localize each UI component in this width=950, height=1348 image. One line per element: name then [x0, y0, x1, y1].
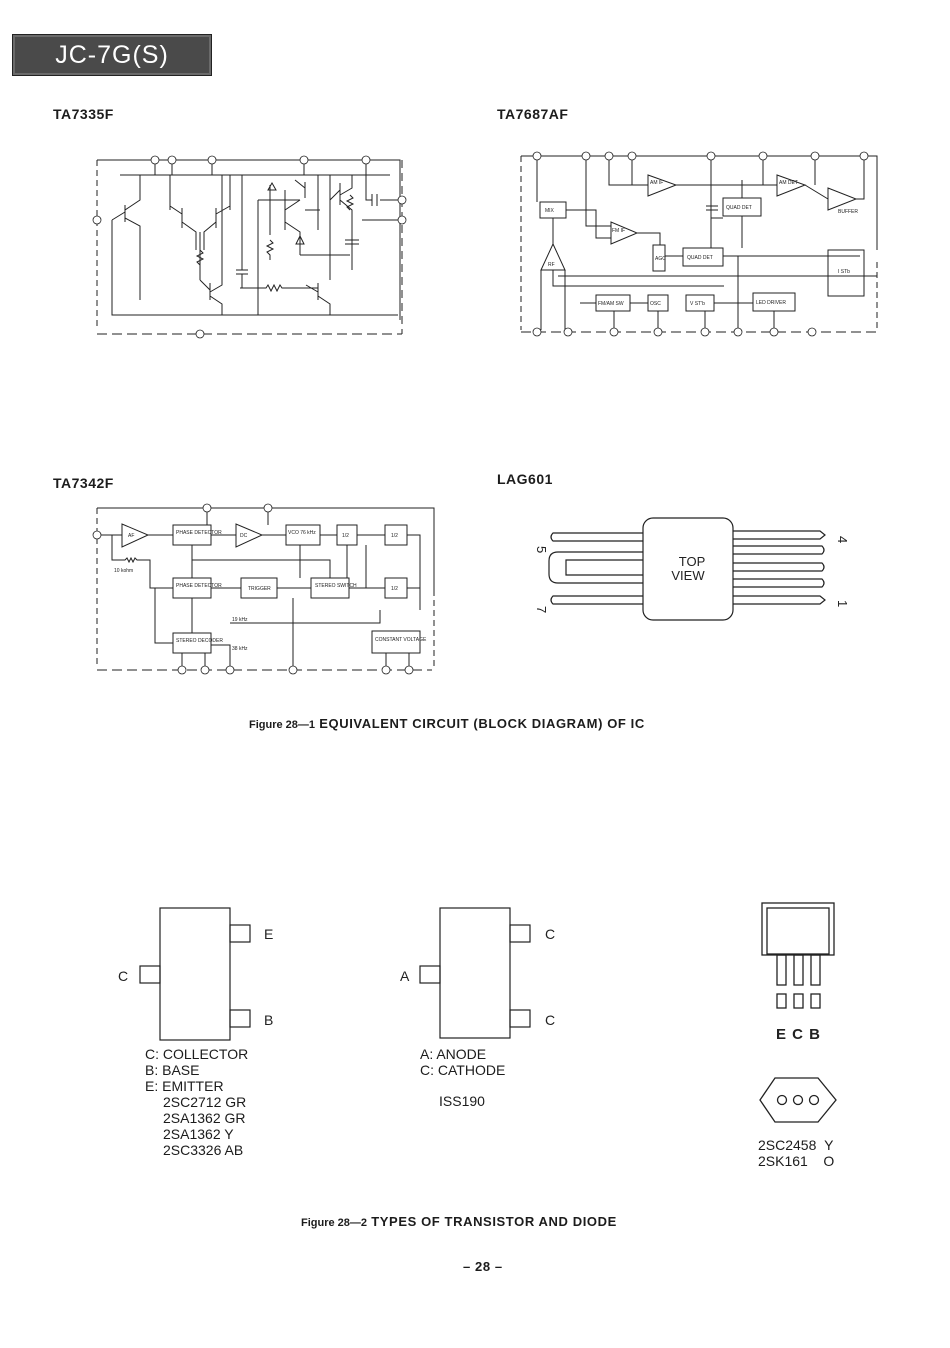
st-b-label: I STb: [838, 269, 850, 275]
figure1-caption: Figure 28—1 EQUIVALENT CIRCUIT (BLOCK DI…: [249, 716, 645, 731]
r10k-label: 10 kohm: [114, 568, 133, 574]
pin-7-label: 7: [534, 606, 549, 613]
transistor-pin-b: B: [264, 1012, 273, 1028]
transistor-legend: C: COLLECTOR B: BASE E: EMITTER 2SC2712 …: [145, 1046, 248, 1158]
figure2-caption: Figure 28—2 TYPES OF TRANSISTOR AND DIOD…: [301, 1214, 617, 1229]
pin-1-label: 1: [835, 600, 850, 607]
to92-pin-labels: E C B: [776, 1026, 820, 1043]
quad-det-top-label: QUAD DET: [726, 205, 752, 211]
to92-part-2: 2SK161 O: [758, 1153, 834, 1169]
transistor-pin-c: C: [118, 968, 128, 984]
half-3-label: 1/2: [391, 586, 398, 592]
phase-detector-2-label: PHASE DETECTOR: [176, 583, 222, 589]
figure1-title: EQUIVALENT CIRCUIT (BLOCK DIAGRAM) OF IC: [319, 716, 645, 731]
figure1-number: Figure 28—1: [249, 719, 316, 731]
pin-4-label: 4: [835, 536, 850, 543]
am-det-label: AM DET: [779, 180, 798, 186]
page-number: – 28 –: [463, 1259, 503, 1274]
half-1-label: 1/2: [342, 533, 349, 539]
stereo-switch-label: STEREO SWITCH: [315, 583, 357, 589]
phase-detector-1-label: PHASE DETECTOR: [176, 530, 222, 536]
lag601-body: [642, 517, 734, 621]
top-view-label-line2: VIEW: [671, 568, 705, 583]
legend-emitter: E: EMITTER: [145, 1078, 224, 1094]
transistor-pin-e: E: [264, 926, 273, 942]
diode-pin-c-bottom: C: [545, 1012, 555, 1028]
legend-base: B: BASE: [145, 1062, 200, 1078]
half-2-label: 1/2: [391, 533, 398, 539]
buffer-label: BUFFER: [838, 209, 858, 215]
lag601-title: LAG601: [497, 471, 553, 487]
part-2sc3326: 2SC3326 AB: [163, 1142, 244, 1158]
fm-if-amp: [610, 221, 639, 245]
trigger-label: TRIGGER: [248, 586, 271, 592]
st-b-block: [827, 249, 865, 297]
to92-part-1-rank: Y: [824, 1137, 834, 1153]
to92-part-list: 2SC2458 Y 2SK161 O: [758, 1137, 834, 1169]
vst-b-label: V ST'b: [690, 301, 705, 307]
mix-label: MIX: [545, 208, 555, 214]
top-view-label-line1: TOP: [679, 554, 706, 569]
model-label: JC-7G(S): [55, 40, 169, 69]
af-label: AF: [128, 533, 134, 539]
transistor-part-list: 2SC2712 GR 2SA1362 GR 2SA1362 Y 2SC3326 …: [145, 1094, 248, 1158]
to92-part-1-name: 2SC2458: [758, 1137, 817, 1153]
agc-label: AGC: [655, 256, 666, 262]
legend-cathode: C: CATHODE: [420, 1062, 506, 1078]
osc-label: OSC: [650, 301, 661, 307]
led-driver-label: LED DRIVER: [756, 300, 786, 306]
to92-part-1: 2SC2458 Y: [758, 1137, 834, 1153]
ta7687af-title: TA7687AF: [497, 106, 569, 122]
model-badge: JC-7G(S): [12, 34, 212, 76]
f38-label: 38 kHz: [232, 646, 248, 652]
part-2sa1362-y: 2SA1362 Y: [163, 1126, 234, 1142]
vco-label: VCO 76 kHz: [288, 530, 316, 536]
legend-collector: C: COLLECTOR: [145, 1046, 249, 1062]
agc-block: [652, 244, 666, 272]
diode-legend: A: ANODE C: CATHODE: [420, 1046, 505, 1078]
stereo-decoder-label: STEREO DECODER: [176, 638, 223, 644]
pin-5-label: 5: [534, 546, 549, 553]
rf-label: RF: [548, 262, 555, 268]
constant-voltage-block: [371, 630, 421, 654]
to92-part-2-name: 2SK161: [758, 1153, 808, 1169]
quad-det-bottom-block: [682, 247, 724, 267]
constant-voltage-label: CONSTANT VOLTAGE: [375, 637, 427, 643]
fm-am-sw-label: FM/AM SW: [598, 301, 624, 307]
diode-part: ISS190: [439, 1093, 485, 1109]
fm-if-label: FM IF: [612, 228, 625, 234]
diode-pin-a: A: [400, 968, 410, 984]
part-2sa1362-gr: 2SA1362 GR: [163, 1110, 246, 1126]
ta7342f-title: TA7342F: [53, 475, 114, 491]
quad-det-bottom-label: QUAD DET: [687, 255, 713, 261]
dc-label: DC: [240, 533, 248, 539]
ta7335f-title: TA7335F: [53, 106, 114, 122]
legend-anode: A: ANODE: [420, 1046, 487, 1062]
am-if-label: AM IF: [650, 180, 663, 186]
figure2-title: TYPES OF TRANSISTOR AND DIODE: [371, 1214, 617, 1229]
figure2-number: Figure 28—2: [301, 1217, 368, 1229]
to92-part-2-rank: O: [823, 1153, 835, 1169]
diode-pin-c-top: C: [545, 926, 555, 942]
part-2sc2712: 2SC2712 GR: [163, 1094, 247, 1110]
f19-label: 19 kHz: [232, 617, 248, 623]
